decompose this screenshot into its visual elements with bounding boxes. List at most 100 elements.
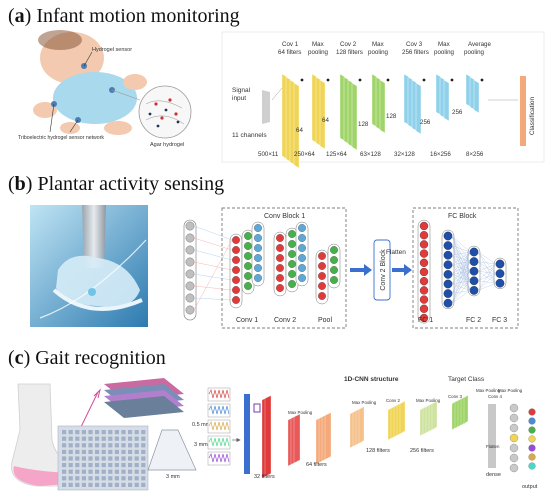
conv-neuron [298, 274, 306, 282]
dense-label: dense [486, 472, 501, 478]
sensor-cell [95, 443, 100, 448]
sensor-cell [134, 469, 139, 474]
conv-neuron [288, 280, 296, 288]
input-bar [244, 394, 250, 474]
conv-neuron [232, 286, 240, 294]
conv-neuron [244, 282, 252, 290]
svg-text:pooling: pooling [308, 49, 329, 56]
fc-neuron [419, 258, 429, 267]
cnn-layer-label: Cov 3 [406, 41, 423, 48]
sensor-cell [75, 443, 80, 448]
fc-neuron [443, 231, 453, 241]
conv-neuron [318, 292, 326, 300]
fc-neuron [419, 286, 429, 295]
sensor-cell [141, 430, 146, 435]
output-neuron [509, 403, 519, 413]
sensor-cell [75, 430, 80, 435]
layer-small-label: Flatten [486, 444, 500, 449]
sensor-cell [121, 430, 126, 435]
conv-neuron [232, 296, 240, 304]
conv-neuron [288, 270, 296, 278]
sensor-cell [62, 456, 67, 461]
conv-neuron [232, 266, 240, 274]
class-neuron [528, 453, 536, 461]
sensor-cell [81, 436, 86, 441]
conv-neuron [232, 256, 240, 264]
fc-neuron [443, 250, 453, 260]
hydrogel-sensor-label: Hydrogel sensor [92, 47, 132, 53]
filters-128: 128 filters [366, 448, 390, 454]
sensor-cell [68, 430, 73, 435]
fc-neuron [495, 259, 505, 269]
cnn-layer-label: Max [438, 41, 451, 48]
flatten-label: Flatten [386, 249, 406, 256]
sensor-cell [81, 443, 86, 448]
sensor-cell [88, 463, 93, 468]
pyramid-detail [147, 429, 197, 471]
sensor-cell [114, 469, 119, 474]
signal-wave [208, 420, 230, 431]
sensor-cell [108, 436, 113, 441]
layer-small-label: Max Pooling [476, 388, 501, 393]
fc-neuron [419, 249, 429, 258]
conv-neuron [318, 262, 326, 270]
feature-map-block [351, 82, 358, 151]
sensor-cell [128, 436, 133, 441]
conv-neuron [318, 282, 326, 290]
layer-small-label: Max Pooling [498, 388, 523, 393]
sensor-cell [62, 469, 67, 474]
kernel-dot [422, 78, 426, 82]
sensor-cell [68, 449, 73, 454]
input-neuron [185, 305, 195, 315]
sensor-cell [101, 436, 106, 441]
conv-block1-label: Conv Block 1 [264, 213, 305, 220]
sensor-cell [121, 449, 126, 454]
sensor-cell [62, 449, 67, 454]
fc-neuron [419, 313, 429, 323]
conv-neuron [244, 242, 252, 250]
conv-neuron [330, 246, 338, 254]
layer-small-label: Conv 3 [448, 394, 462, 399]
sensor-cell [141, 482, 146, 487]
signal-wave [208, 404, 230, 415]
sensor-cell [68, 436, 73, 441]
input-neuron [185, 233, 195, 243]
sensor-cell [134, 482, 139, 487]
infant-illustration: Hydrogel sensor Triboelectric hydrogel s… [18, 30, 192, 148]
feature-map-block [319, 79, 326, 150]
conv-neuron [244, 262, 252, 270]
output-neuron [509, 443, 519, 453]
conv-neuron [276, 274, 284, 282]
svg-text:pooling: pooling [368, 49, 389, 56]
sensor-cell [108, 476, 113, 481]
conv2-block-label: Conv 2 Block [380, 249, 387, 291]
sensor-cell [68, 469, 73, 474]
c-feature-block [399, 400, 406, 435]
sensor-cell [75, 482, 80, 487]
sensor-cell [75, 469, 80, 474]
sensor-cell [62, 463, 67, 468]
sensor-cell [141, 449, 146, 454]
sensor-cell [141, 456, 146, 461]
sensor-cell [75, 456, 80, 461]
sensor-cell [141, 463, 146, 468]
sensor-cell [68, 476, 73, 481]
sensor-cell [101, 443, 106, 448]
kernel-dot [480, 78, 484, 82]
sensor-cell [88, 443, 93, 448]
kernel-dot [326, 78, 330, 82]
sensor-cell [108, 456, 113, 461]
label-pool: Pool [318, 317, 332, 324]
inner-size-label: 128 [358, 121, 369, 128]
sensor-cell [141, 436, 146, 441]
sensor-cell [81, 456, 86, 461]
inner-size-label: 256 [420, 119, 431, 126]
sensor-cell [68, 463, 73, 468]
sensor-cell [108, 469, 113, 474]
sensor-cell [114, 449, 119, 454]
sensor-cell [95, 476, 100, 481]
channels-label: 11 channels [232, 132, 267, 139]
sensor-cell [114, 443, 119, 448]
conv-neuron [244, 272, 252, 280]
panel-b-letter: b [15, 173, 26, 195]
